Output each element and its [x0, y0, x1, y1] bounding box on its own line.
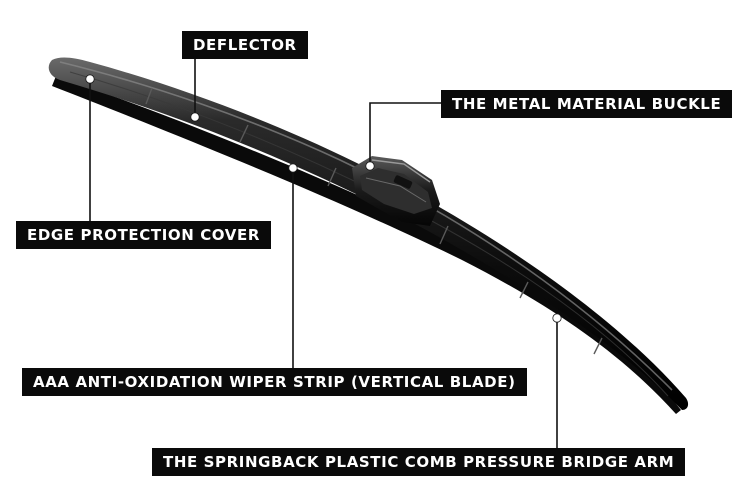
callout-label-wiper-strip: AAA ANTI-OXIDATION WIPER STRIP (VERTICAL…: [22, 368, 527, 396]
callout-dot-arm: [552, 313, 562, 323]
wiper-rubber-strip: [52, 76, 681, 414]
callout-label-edge-protection-cover: EDGE PROTECTION COVER: [16, 221, 271, 249]
callout-label-bridge-arm: THE SPRINGBACK PLASTIC COMB PRESSURE BRI…: [152, 448, 686, 476]
blade-segment-seams: [145, 87, 603, 355]
callout-dot-strip: [288, 163, 298, 173]
wiper-blade-body: [48, 57, 689, 410]
callout-label-deflector: DEFLECTOR: [182, 31, 308, 59]
leader-lines: [89, 58, 558, 448]
callout-dot-edge: [85, 74, 95, 84]
callout-dot-buckle: [365, 161, 375, 171]
wiper-blade-highlight: [59, 61, 673, 391]
metal-buckle-connector: [352, 156, 440, 226]
callout-label-metal-buckle: THE METAL MATERIAL BUCKLE: [441, 90, 733, 118]
callout-dot-deflector: [190, 112, 200, 122]
callout-dots: [85, 74, 562, 323]
leader-line-buckle: [369, 102, 441, 164]
